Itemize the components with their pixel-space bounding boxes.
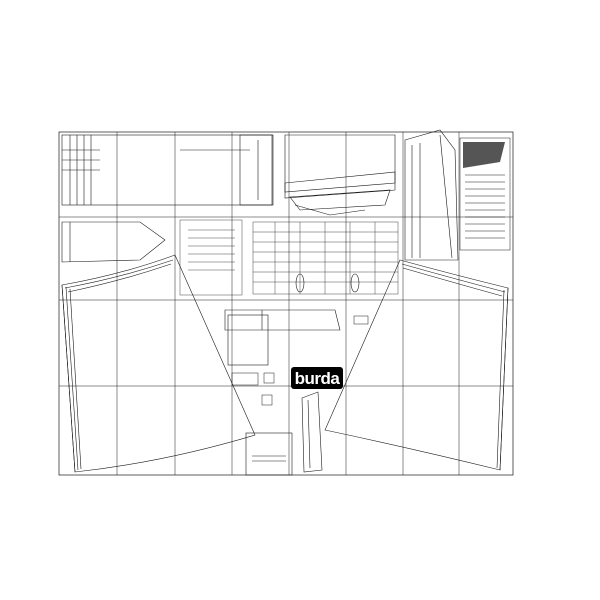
brand-logo-text: burda [294,368,340,388]
side-piece-upper [404,129,459,261]
facing-piece [239,134,274,206]
skirt-panel-left [61,254,256,473]
tiling-grid [59,132,513,475]
instructions-panel [459,137,511,251]
burda-logo: burda [291,367,343,389]
figure-silhouettes [295,273,360,293]
center-band-piece [224,309,341,366]
pattern-label-box [245,432,293,476]
pocket-piece [61,221,166,263]
legend-symbols [231,315,369,406]
yoke-piece [284,134,396,216]
size-chart [252,221,399,295]
skirt-panel-right [324,259,509,471]
narrow-facing-piece [301,391,323,473]
notes-block [179,219,243,296]
waistband-piece [61,134,273,206]
